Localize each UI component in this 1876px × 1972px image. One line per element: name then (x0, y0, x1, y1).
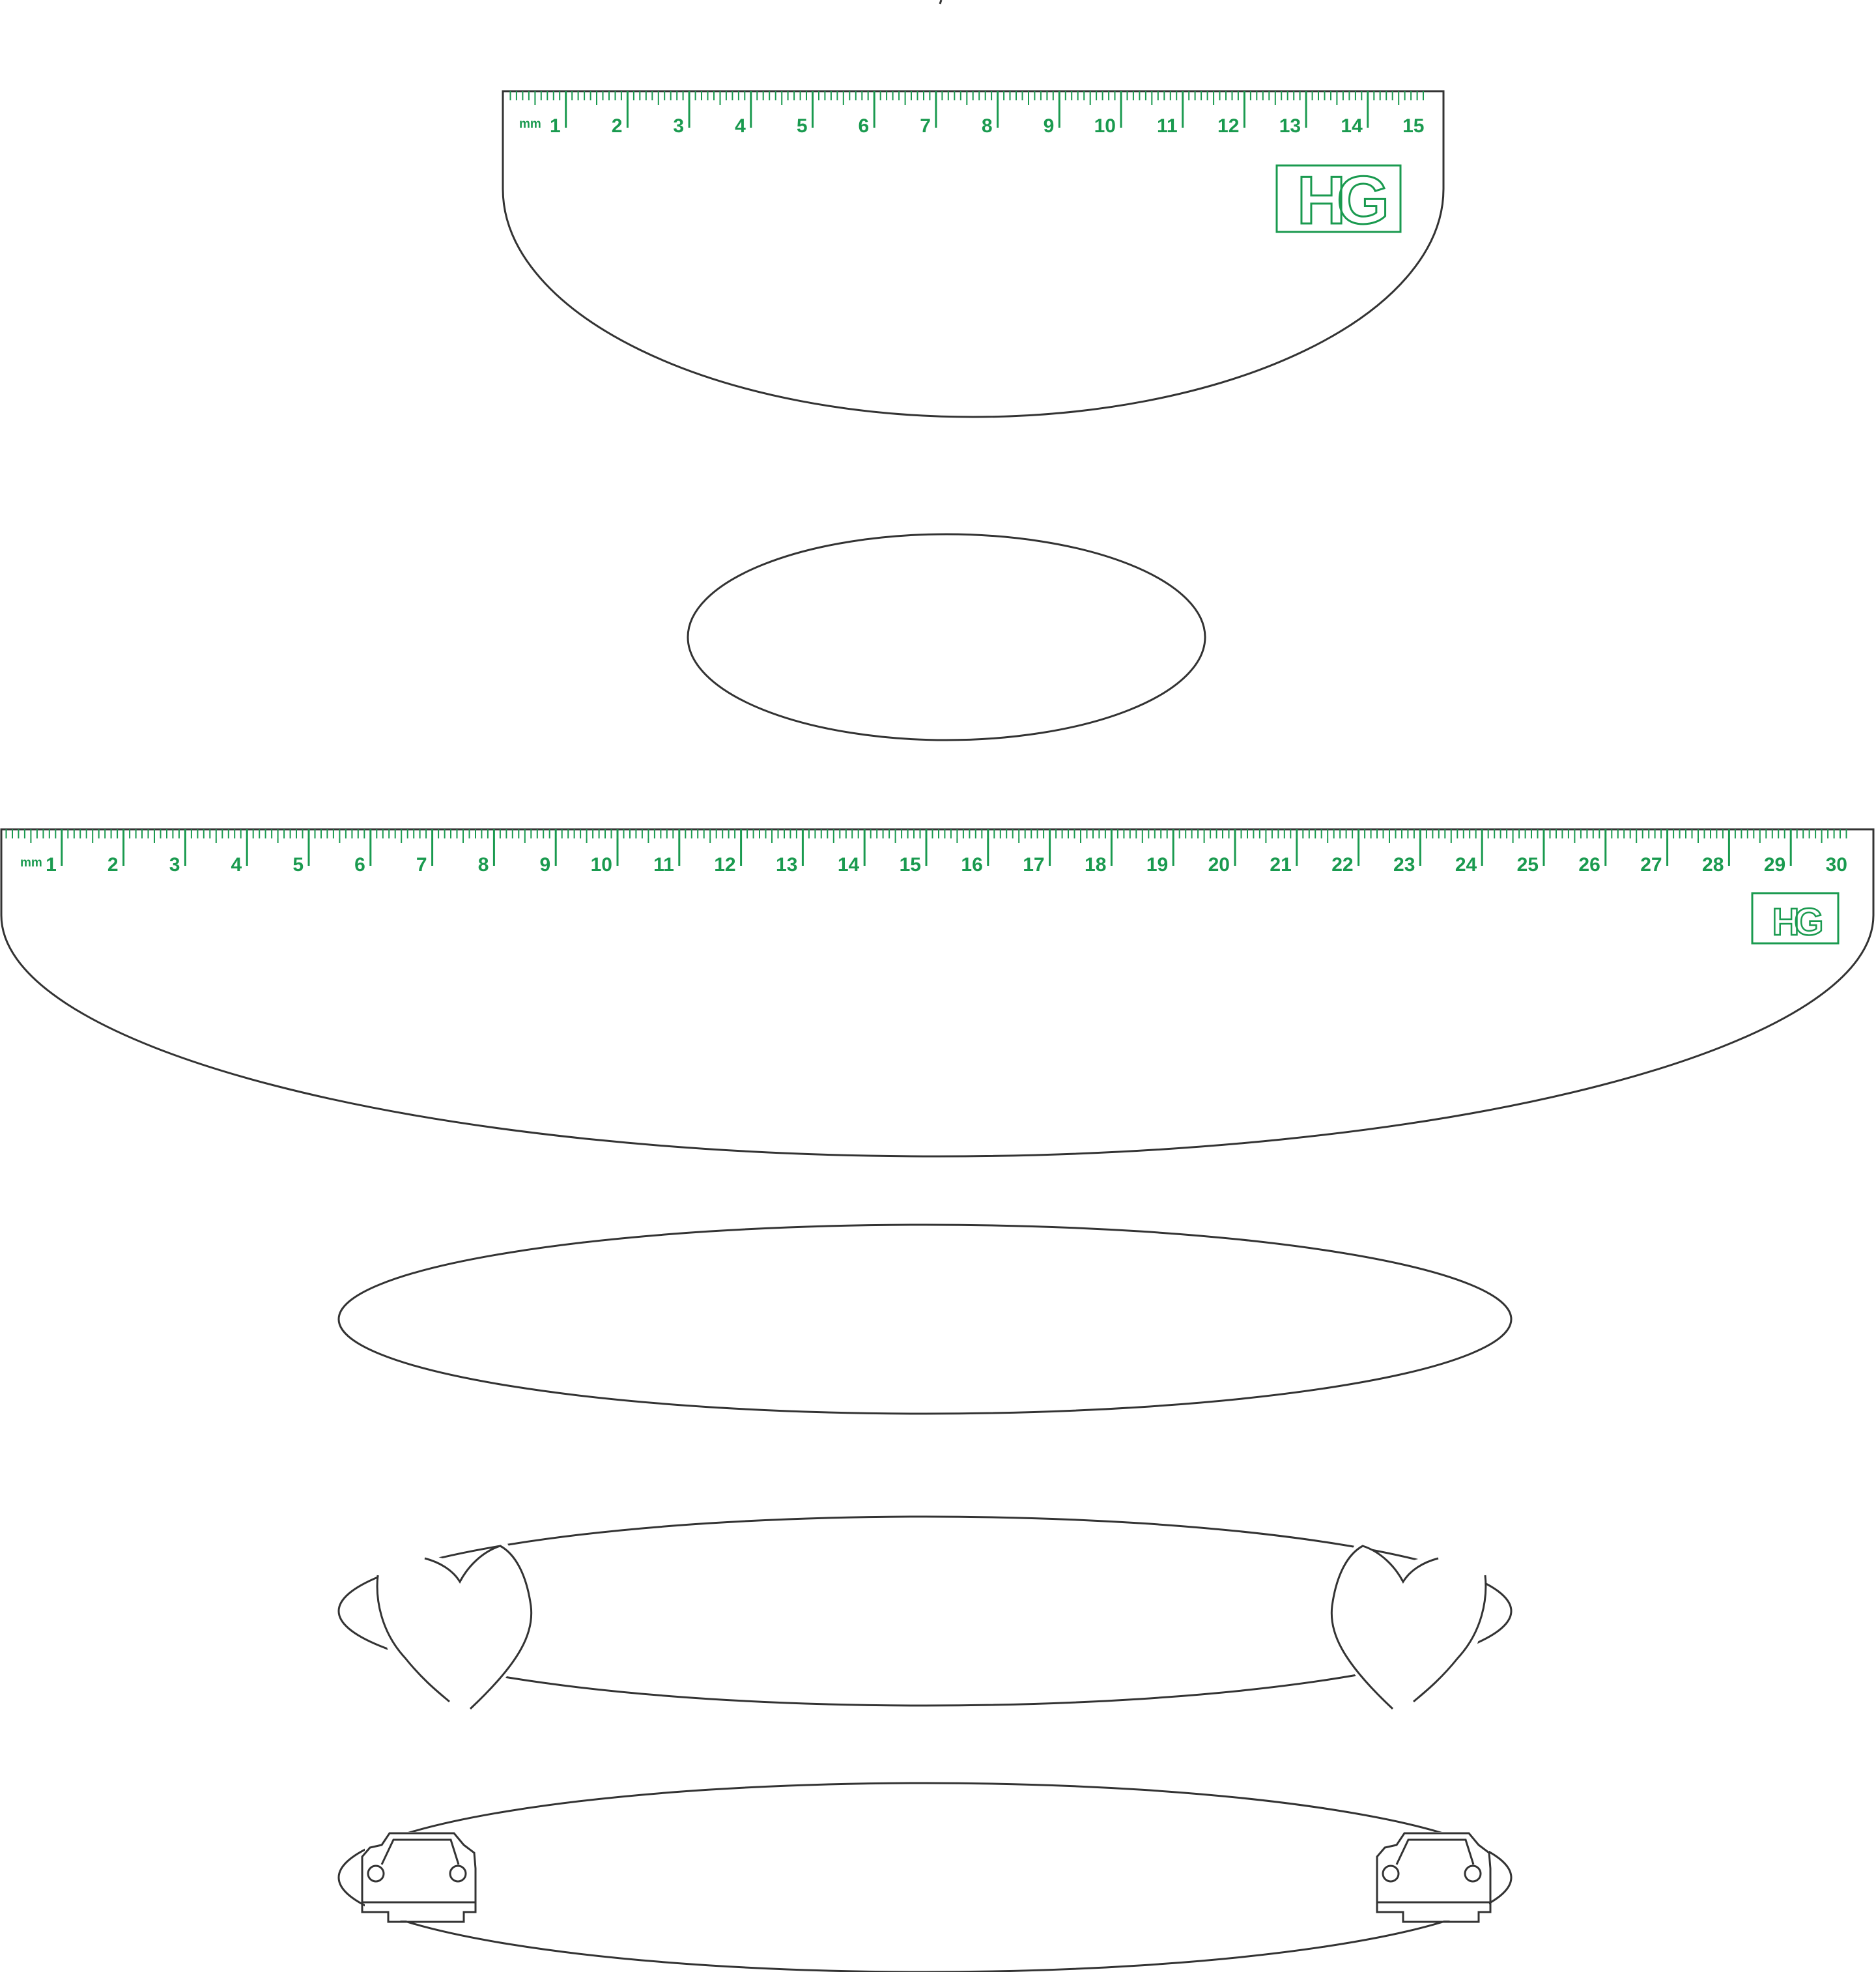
ruler-15cm-number: 1 (550, 115, 561, 137)
ruler-30cm-outline (0, 828, 1875, 1158)
ruler-30cm-number: 24 (1455, 854, 1477, 876)
ruler-15cm-number: 5 (797, 115, 808, 137)
ruler-30cm-number: 4 (231, 854, 242, 876)
ruler-30cm-number: 6 (354, 854, 365, 876)
ruler-15cm-number: 10 (1094, 115, 1116, 137)
ruler-30cm-number: 28 (1702, 854, 1724, 876)
hg-logo-large-frame (1751, 892, 1840, 945)
hg-logo-small-text: HG (1297, 163, 1386, 238)
car-oval-outline (337, 1782, 1513, 1972)
hg-logo-small: HG (1275, 162, 1402, 240)
heart-oval (337, 1515, 1513, 1710)
ruler-15cm-outline (502, 90, 1445, 418)
ruler-30cm-number: 30 (1826, 854, 1847, 876)
ruler-30cm-number: 25 (1517, 854, 1539, 876)
ruler-30cm-number: 19 (1146, 854, 1168, 876)
ruler-30cm-number: 14 (838, 854, 860, 876)
ruler-15cm-number: 9 (1044, 115, 1055, 137)
ruler-30cm-number: 2 (107, 854, 119, 876)
top-mark (939, 0, 943, 5)
car-icon (1376, 1832, 1492, 1923)
ruler-30cm-number: 8 (478, 854, 489, 876)
ruler-30cm-number: 3 (169, 854, 180, 876)
hg-logo-large: HG (1751, 892, 1840, 945)
hg-logo-small-frame (1275, 164, 1402, 233)
ruler-30cm-number: 7 (416, 854, 427, 876)
ruler-30cm-number: 10 (591, 854, 612, 876)
ruler-30cm-number: 9 (540, 854, 551, 876)
hg-logo-large-text: HG (1772, 901, 1822, 943)
heart-oval-outline (337, 1515, 1513, 1707)
ruler-15cm-number: 2 (612, 115, 623, 137)
long-oval (337, 1223, 1513, 1415)
ruler-15cm-number: 14 (1341, 115, 1363, 137)
heart-icon (1330, 1545, 1487, 1710)
ruler-15cm-number: 8 (982, 115, 993, 137)
car-oval (337, 1782, 1513, 1972)
ruler-15cm-number: 3 (673, 115, 684, 137)
ruler-15cm-number: 6 (859, 115, 870, 137)
ruler-30cm-number: 23 (1393, 854, 1415, 876)
ruler-30cm-number: 21 (1270, 854, 1291, 876)
ruler-15cm-number: 13 (1279, 115, 1301, 137)
car-icon (361, 1832, 477, 1923)
ruler-30cm-ticks (5, 829, 1847, 866)
ruler-15cm-ticks (509, 91, 1424, 128)
ruler-15cm-number: 15 (1402, 115, 1424, 137)
ruler-30cm-number: 27 (1640, 854, 1662, 876)
heart-icon (376, 1545, 533, 1710)
ruler-30cm-number: 18 (1085, 854, 1106, 876)
ruler-30cm-number: 11 (653, 854, 674, 876)
ruler-15cm-number: 7 (920, 115, 931, 137)
ruler-30cm-number: 22 (1331, 854, 1353, 876)
ruler-15cm-number: 11 (1157, 115, 1178, 137)
ruler-30cm-number: 20 (1208, 854, 1230, 876)
ruler-30cm-unit-label: mm (20, 856, 42, 870)
ruler-30cm-number: 17 (1023, 854, 1044, 876)
ruler-15cm-unit-label: mm (519, 117, 541, 131)
ruler-30cm-number: 29 (1764, 854, 1785, 876)
ruler-30cm-number: 15 (900, 854, 921, 876)
small-oval (687, 533, 1206, 741)
ruler-30cm-number: 1 (46, 854, 57, 876)
ruler-30cm-number: 12 (714, 854, 735, 876)
ruler-30cm-number: 26 (1578, 854, 1600, 876)
ruler-15cm-number: 12 (1217, 115, 1239, 137)
ruler-30cm-number: 16 (961, 854, 982, 876)
ruler-15cm-number: 4 (735, 115, 746, 137)
ruler-30cm-number: 13 (776, 854, 797, 876)
ruler-30cm-number: 5 (292, 854, 304, 876)
